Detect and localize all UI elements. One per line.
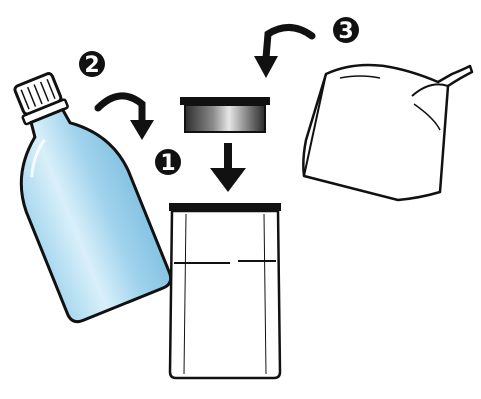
step-3-number: 3 — [338, 19, 353, 44]
bag-icon — [303, 65, 472, 200]
curved-arrow-icon — [98, 96, 154, 140]
bottle-icon — [0, 59, 174, 325]
container-icon — [169, 203, 281, 378]
step-1-badge: 1 — [155, 149, 181, 176]
step-3-badge: 3 — [333, 17, 359, 44]
step-1-number: 1 — [160, 151, 175, 176]
filter-cartridge-icon — [180, 97, 270, 132]
step-2-badge: 2 — [79, 51, 105, 78]
curved-arrow-icon — [254, 27, 312, 78]
down-arrow-icon — [210, 143, 246, 192]
step-2-number: 2 — [84, 53, 99, 78]
